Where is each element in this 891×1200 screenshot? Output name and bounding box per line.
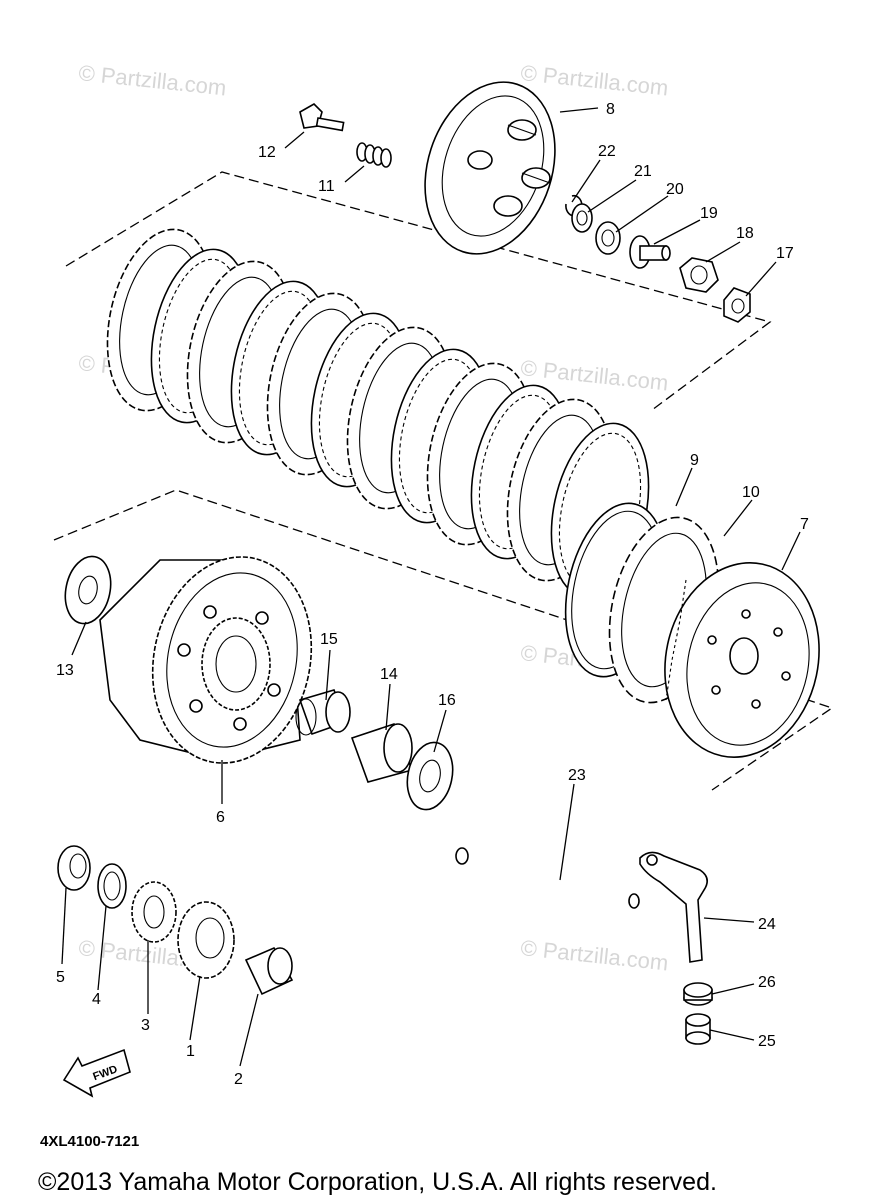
callout-3: 3 <box>141 1017 150 1034</box>
callout-9: 9 <box>690 452 699 469</box>
callout-1: 1 <box>186 1043 195 1060</box>
callout-20: 20 <box>666 181 684 198</box>
watermark: © Partzilla.com <box>519 935 669 975</box>
leader-lines <box>61 107 801 1067</box>
oil-seal <box>683 982 713 1006</box>
callout-17: 17 <box>776 245 794 262</box>
collar-2 <box>244 946 294 996</box>
push-rod-long <box>455 847 640 909</box>
callout-12: 12 <box>258 144 276 161</box>
spring <box>356 142 392 168</box>
spacer <box>350 723 414 783</box>
callout-13: 13 <box>56 662 74 679</box>
bearing-25 <box>685 1013 711 1045</box>
callout-16: 16 <box>438 692 456 709</box>
washer-21 <box>571 203 593 233</box>
watermark: © Partzilla.com <box>519 60 669 100</box>
nut-18 <box>679 257 719 293</box>
callout-19: 19 <box>700 205 718 222</box>
callout-2: 2 <box>234 1071 243 1088</box>
pressure-plate <box>424 81 556 255</box>
callout-5: 5 <box>56 969 65 986</box>
callout-8: 8 <box>606 101 615 118</box>
callout-24: 24 <box>758 916 776 933</box>
callout-18: 18 <box>736 225 754 242</box>
gear-1 <box>177 901 235 979</box>
callout-6: 6 <box>216 809 225 826</box>
callout-14: 14 <box>380 666 398 683</box>
callout-21: 21 <box>634 163 652 180</box>
callout-26: 26 <box>758 974 776 991</box>
diagram-code: 4XL4100-7121 <box>40 1133 139 1150</box>
gear-3 <box>131 881 177 943</box>
callout-4: 4 <box>92 991 101 1008</box>
bearing-20 <box>595 221 621 255</box>
clutch-plate-stack <box>106 228 650 598</box>
push-lever-shaft <box>639 851 708 963</box>
thrust-washer <box>64 555 112 625</box>
needle-bearing <box>295 689 351 736</box>
washer-4 <box>97 863 127 909</box>
callout-25: 25 <box>758 1033 776 1050</box>
copyright-notice: ©2013 Yamaha Motor Corporation, U.S.A. A… <box>38 1168 717 1196</box>
callout-23: 23 <box>568 767 586 784</box>
callout-11: 11 <box>318 178 335 195</box>
fwd-arrow-icon: FWD <box>62 1048 131 1098</box>
callout-15: 15 <box>320 631 338 648</box>
clutch-housing <box>99 556 313 764</box>
bolt <box>299 103 345 132</box>
lock-washer-17 <box>723 287 751 323</box>
callouts: 8 22 21 20 19 18 17 12 11 9 10 7 13 15 1… <box>56 101 809 1088</box>
push-rod-19 <box>629 235 671 269</box>
nut-5 <box>57 845 91 891</box>
callout-22: 22 <box>598 143 616 160</box>
hub-assembly-outline <box>53 489 834 791</box>
watermark: © Partzilla.com <box>77 60 227 100</box>
callout-10: 10 <box>742 484 760 501</box>
clutch-boss <box>664 562 820 758</box>
callout-7: 7 <box>800 516 809 533</box>
